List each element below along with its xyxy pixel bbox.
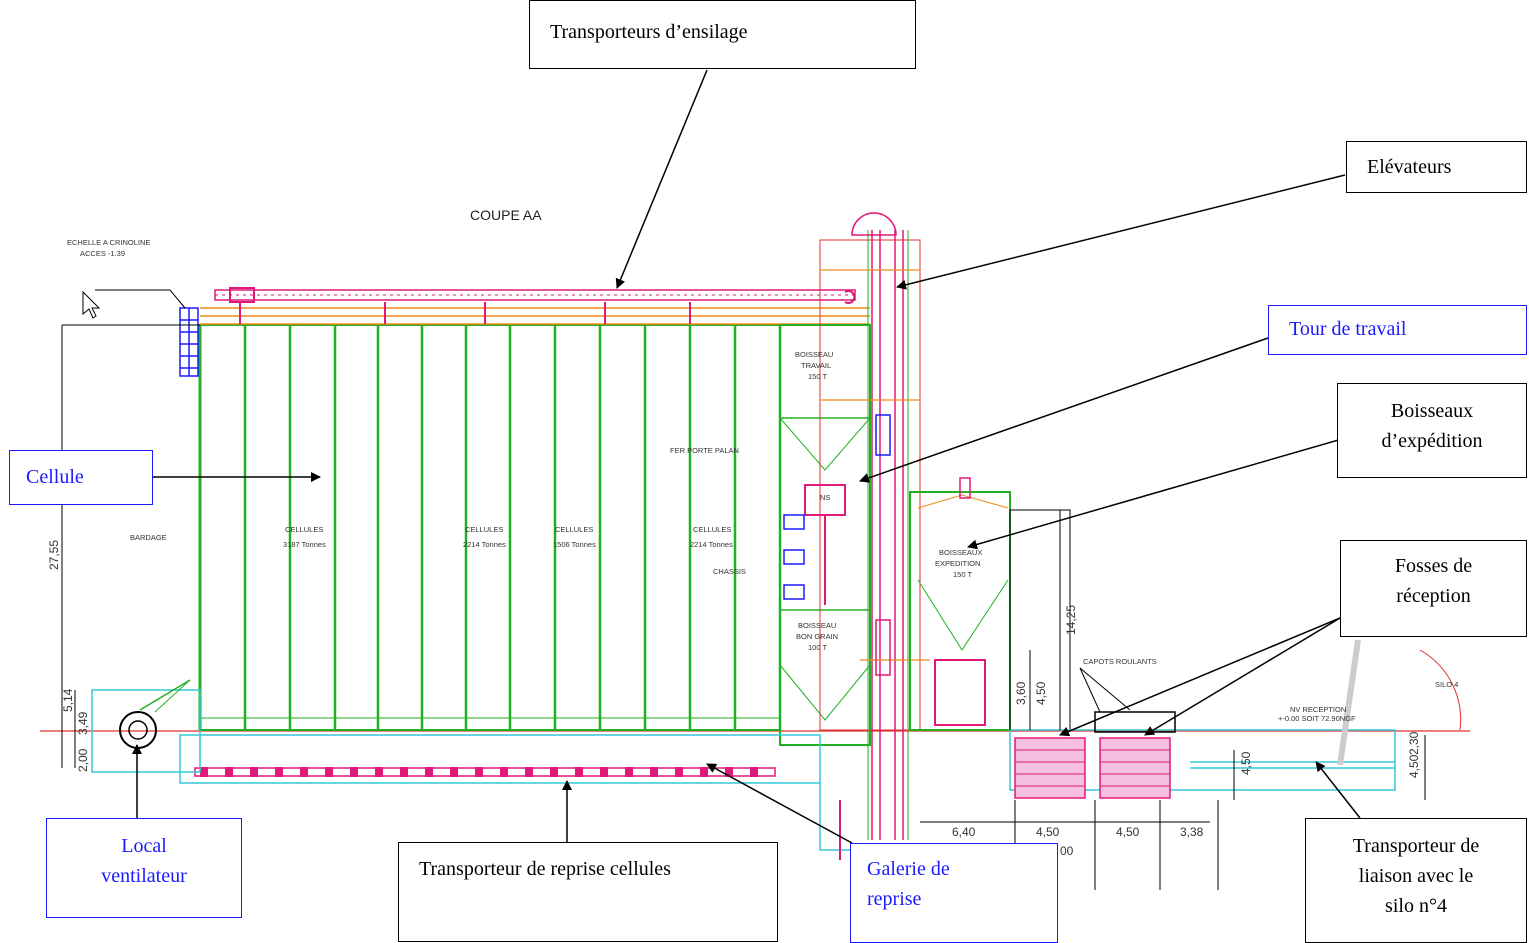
- label-boisseaux-expedition: Boisseaux d’expédition: [1337, 383, 1527, 478]
- label-line-2: réception: [1396, 585, 1471, 607]
- label-transporteurs-ensilage: Transporteurs d’ensilage: [529, 0, 916, 69]
- label-line-2: reprise: [867, 888, 922, 910]
- label-text: Elévateurs: [1367, 156, 1452, 178]
- label-text: Cellule: [26, 466, 84, 488]
- dim-450v: 4,50: [1034, 681, 1048, 705]
- dimension-lines: [61, 289, 1426, 890]
- label-transporteur-reprise-cellules: Transporteur de reprise cellules: [398, 842, 778, 942]
- dim-230: 2,30: [1407, 731, 1421, 755]
- dim-360: 3,60: [1014, 681, 1028, 705]
- drawing-title: COUPE AA: [470, 207, 542, 223]
- reception-pits: [1009, 639, 1462, 799]
- fan-room: [91, 679, 201, 773]
- chassis-label: CHASSIS: [713, 567, 746, 576]
- label-text: Tour de travail: [1289, 318, 1407, 340]
- dim-450a: 4,50: [1036, 825, 1060, 839]
- recovery-gallery: [179, 734, 1025, 860]
- label-transporteur-liaison: Transporteur de liaison avec le silo n°4: [1305, 818, 1527, 943]
- cell3-name: CELLULES: [555, 525, 593, 534]
- bon-label-2: BON GRAIN: [796, 632, 838, 641]
- label-line-1: Boisseaux: [1390, 400, 1474, 422]
- bardage-label: BARDAGE: [130, 533, 167, 542]
- cell4-name: CELLULES: [693, 525, 731, 534]
- nv-label-1: NV RECEPTION: [1290, 705, 1346, 714]
- travail-label-2: TRAVAIL: [801, 361, 831, 370]
- nv-label-2: +-0.00 SOIT 72.90NGF: [1278, 714, 1356, 723]
- label-line-2: ventilateur: [101, 865, 187, 887]
- dim-00: 00: [1060, 844, 1074, 858]
- label-tour-de-travail: Tour de travail: [1268, 305, 1527, 355]
- dim-450r: 4,50: [1407, 754, 1421, 778]
- dim-640: 6,40: [952, 825, 976, 839]
- label-line-1: Transporteur de: [1352, 835, 1480, 857]
- label-line-3: silo n°4: [1385, 895, 1447, 917]
- exp-label-1: BOISSEAUX: [939, 548, 982, 557]
- ladder-label-2: ACCES -1.39: [80, 249, 125, 258]
- label-fosses-reception: Fosses de réception: [1340, 540, 1527, 637]
- label-line-2: d’expédition: [1381, 430, 1483, 452]
- exp-label-2: EXPEDITION: [935, 559, 980, 568]
- ladder-label-1: ECHELLE A CRINOLINE: [67, 238, 150, 247]
- dim-338: 3,38: [1180, 825, 1204, 839]
- bon-label-1: BOISSEAU: [798, 621, 836, 630]
- cell4-tons: 2214 Tonnes: [690, 540, 733, 549]
- dim-514: 5,14: [61, 688, 75, 712]
- exp-label-3: 150 T: [953, 570, 972, 579]
- label-line-1: Galerie de: [867, 858, 950, 880]
- silo-cells: [198, 324, 782, 731]
- label-text: Transporteur de reprise cellules: [419, 858, 671, 880]
- leader-arrows: [132, 69, 1381, 844]
- dim-349: 3,49: [76, 711, 90, 735]
- label-elevateurs: Elévateurs: [1346, 141, 1527, 193]
- cell2-name: CELLULES: [465, 525, 503, 534]
- ns-label: NS: [820, 493, 830, 502]
- cell2-tons: 2214 Tonnes: [463, 540, 506, 549]
- fer-label: FER PORTE PALAN: [670, 446, 739, 455]
- capots-label: CAPOTS ROULANTS: [1083, 657, 1157, 666]
- dim-height: 27,55: [47, 540, 61, 570]
- top-conveyor: [200, 287, 870, 325]
- dim-450r2: 4,50: [1239, 751, 1253, 775]
- cell1-tons: 3187 Tonnes: [283, 540, 326, 549]
- dim-200: 2,00: [76, 748, 90, 772]
- label-line-1: Fosses de: [1394, 555, 1473, 577]
- label-cellule: Cellule: [9, 450, 153, 505]
- cursor-icon: [82, 290, 101, 319]
- dim-450b: 4,50: [1116, 825, 1140, 839]
- bon-label-3: 100 T: [808, 643, 827, 652]
- dim-1425: 14,25: [1064, 605, 1078, 635]
- label-line-1: Local: [121, 835, 167, 857]
- cell1-name: CELLULES: [285, 525, 323, 534]
- label-galerie-reprise: Galerie de reprise: [850, 843, 1058, 943]
- ladder: [179, 307, 199, 377]
- cell3-tons: 1506 Tonnes: [553, 540, 596, 549]
- label-text: Transporteurs d’ensilage: [550, 21, 748, 43]
- label-line-2: liaison avec le: [1358, 865, 1474, 887]
- silo4-label: SILO 4: [1435, 680, 1458, 689]
- travail-label-3: 150 T: [808, 372, 827, 381]
- label-local-ventilateur: Local ventilateur: [46, 818, 242, 918]
- work-tower: [779, 212, 930, 840]
- travail-label-1: BOISSEAU: [795, 350, 833, 359]
